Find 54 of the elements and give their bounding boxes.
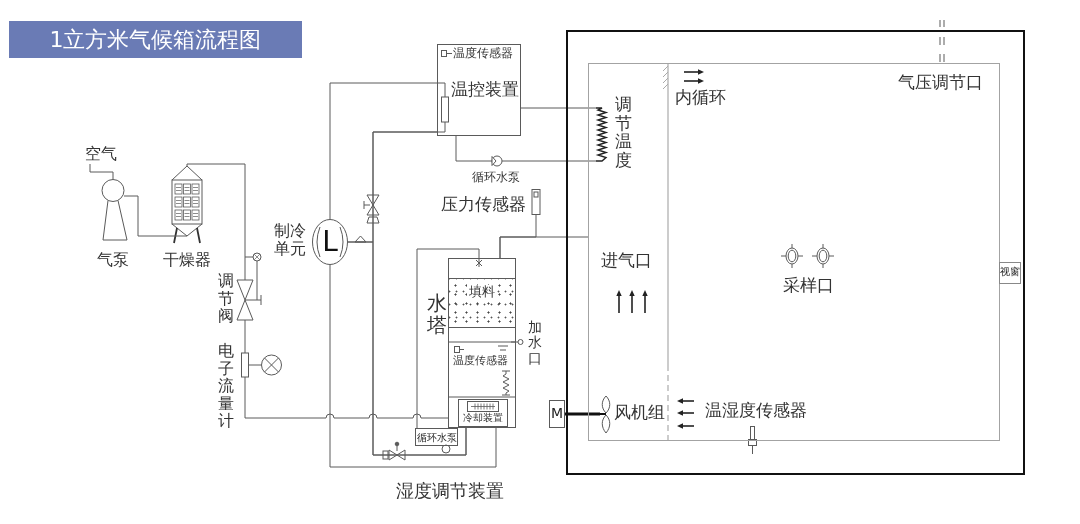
text-label: 内循环 [675, 88, 726, 108]
sensor-label: 温度传感器 [453, 47, 513, 61]
node-label: 制冷单元 [273, 222, 307, 258]
title-banner: 1立方米气候箱流程图 [9, 21, 302, 58]
water-tower [448, 258, 516, 428]
dryer-icon [170, 164, 204, 244]
pipe-line [329, 264, 497, 468]
text-label: 进气口 [601, 251, 652, 271]
node-label: 循环水泵 [472, 171, 520, 185]
node-label: 水塔 [425, 292, 448, 336]
pipe-line [329, 82, 438, 220]
pipe-line [455, 135, 490, 162]
pipe-line [499, 236, 589, 259]
window-box: 视窗 [998, 261, 1021, 284]
chamber-wall [566, 30, 1025, 475]
text-label: 气压调节口 [898, 73, 983, 93]
flow-meter-icon [239, 350, 283, 380]
text-label: 加水口 [526, 320, 543, 367]
controller-box [437, 44, 521, 136]
inlet-label: 空气 [82, 144, 120, 164]
node-label: 电子流量计 [216, 342, 235, 430]
pipe-line [520, 107, 597, 109]
text-label: 采样口 [783, 276, 834, 296]
pipe-line [186, 163, 246, 251]
pipe-line [347, 241, 467, 456]
node-label: 调节阀 [216, 272, 235, 325]
node-label: 气泵 [97, 251, 129, 270]
node-label: 压力传感器 [441, 195, 526, 215]
text-label: 湿度调节装置 [396, 481, 504, 502]
pipe-line [502, 160, 597, 162]
test-space [587, 62, 1000, 441]
pipe-line [244, 321, 246, 351]
fan-icon [599, 394, 612, 435]
pipe-line [244, 379, 449, 419]
pump-box: 循环水泵 [415, 428, 458, 446]
pipe-line [89, 163, 114, 179]
drive-shaft [565, 412, 600, 416]
name-label: 温控装置 [451, 80, 519, 100]
motor-box: M [549, 400, 565, 428]
pressure-sensor-icon [531, 189, 541, 215]
node-label: 干燥器 [163, 251, 211, 270]
node-label: 调节温度 [613, 95, 633, 170]
text-label: 温湿度传感器 [705, 401, 807, 421]
pipe-line [416, 248, 480, 429]
heating-coil-icon [595, 105, 608, 163]
pump-icon [489, 154, 503, 168]
cooling-unit-box [458, 399, 508, 427]
air-pump-icon [101, 178, 129, 242]
packing-layer: 填料 [449, 278, 515, 328]
compressor-circle: L [312, 219, 348, 265]
name-label: 冷却装置 [462, 413, 504, 424]
node-label: 风机组 [614, 403, 665, 423]
pipe-line [128, 195, 171, 237]
text-label: 温度传感器 [453, 355, 508, 368]
